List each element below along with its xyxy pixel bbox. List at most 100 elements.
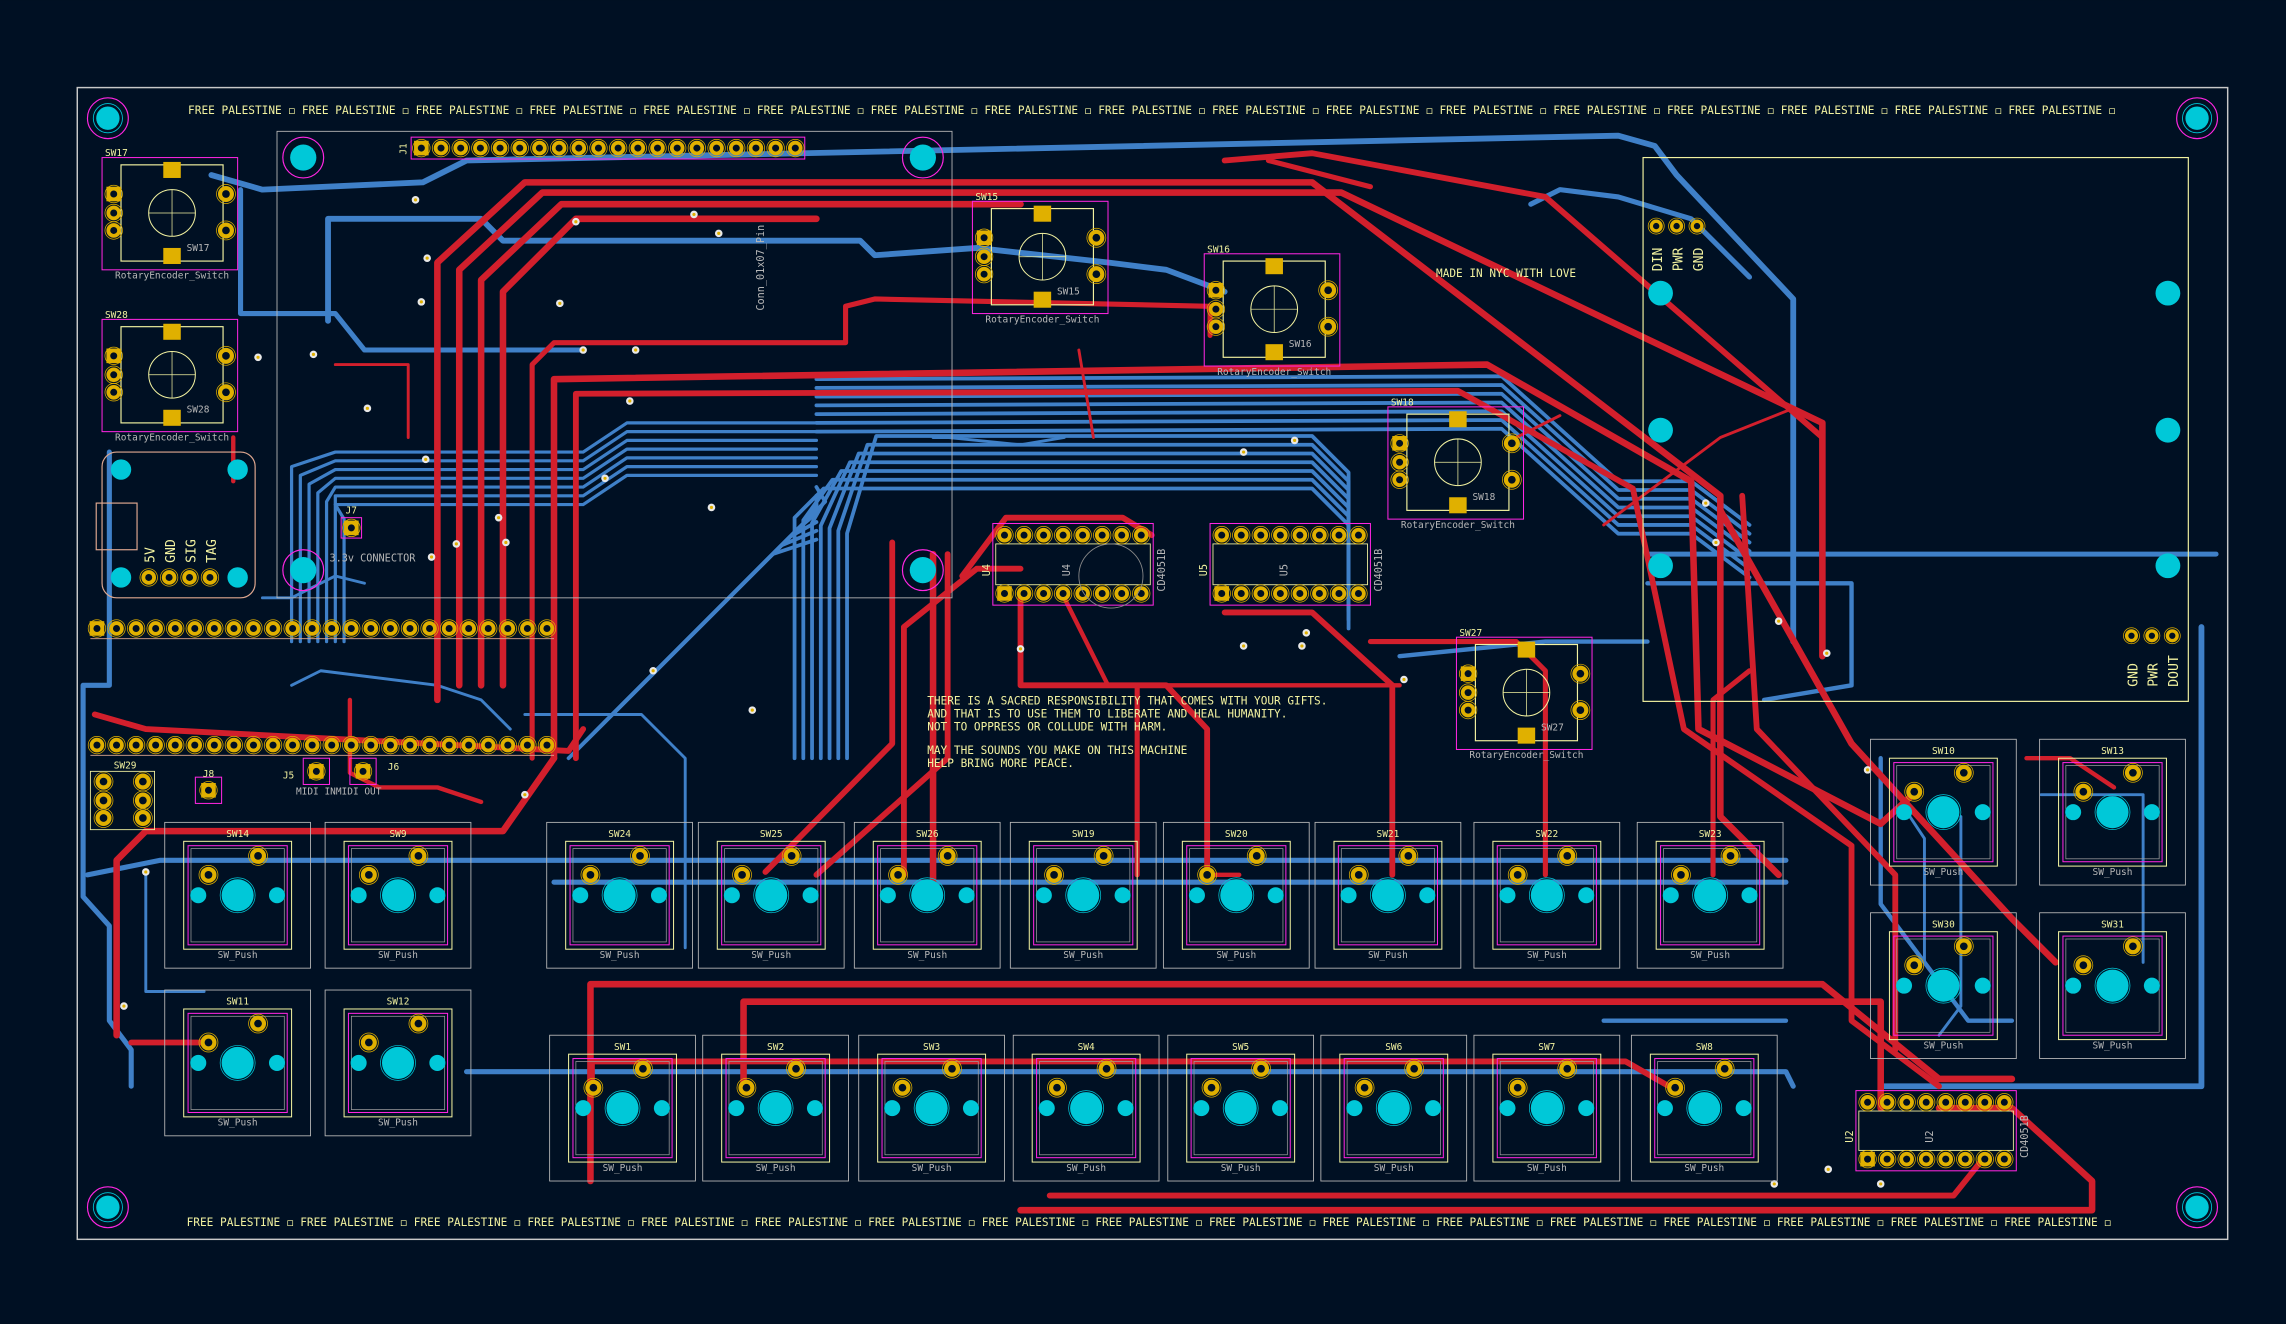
pad-ring (628, 138, 647, 158)
switch-keepout (853, 821, 1001, 969)
pad-drill (222, 190, 230, 198)
connector-j6[interactable]: J6 (349, 757, 400, 785)
pad-ring (1093, 526, 1112, 545)
pad-drill (516, 144, 524, 152)
ic-ref-label: U2 (1845, 1130, 1856, 1142)
pad-drill (484, 624, 492, 632)
pad-ring (1904, 955, 1925, 976)
pad-ring (1206, 317, 1226, 336)
switch-value-label: SW_Push (1216, 950, 1256, 961)
pad-ring (126, 619, 146, 638)
pad-ring (1390, 434, 1409, 453)
switch-ref-label: SW29 (114, 760, 137, 771)
courtyard (1496, 1058, 1597, 1159)
connector-j8[interactable]: J8 (194, 769, 223, 804)
courtyard (194, 776, 223, 804)
pad-drill (1396, 458, 1404, 466)
switch-keepout (702, 1034, 849, 1182)
mounting-hole (909, 144, 936, 171)
switch-silk (1492, 1053, 1602, 1163)
led-out-pin-label: DOUT (2167, 655, 2182, 687)
pad-ring (107, 735, 126, 755)
pad-drill (1883, 1155, 1891, 1163)
back-bus-trace (814, 426, 1752, 580)
pad-drill (1513, 871, 1522, 879)
mounting-hole (2155, 417, 2181, 443)
via-drill (1300, 644, 1304, 648)
pad-drill (457, 144, 465, 152)
pad-drill (1212, 286, 1220, 294)
pad-ring (440, 619, 459, 638)
pad-ring (786, 1058, 806, 1079)
pad-drill (752, 144, 760, 152)
switch-value-label: SW_Push (1063, 950, 1103, 961)
encoder-ref-label: SW15 (975, 192, 998, 203)
pad-ring (892, 1077, 913, 1098)
side-hole (1114, 887, 1131, 904)
switch-value-label: SW_Push (2093, 1040, 2133, 1051)
via-drill (1241, 450, 1246, 454)
side-hole (650, 887, 667, 904)
hole-ring (1528, 877, 1565, 914)
pad-ring (1093, 584, 1112, 603)
switch-keepout (2039, 912, 2186, 1059)
encoder-ref-label: SW27 (1459, 628, 1482, 639)
pad-ring (104, 221, 123, 240)
pad-ring (510, 138, 529, 158)
pad-drill (1315, 589, 1323, 597)
mounting-hole-courtyard (86, 1186, 129, 1229)
connector-j5[interactable]: J5 (283, 757, 330, 785)
back-trace (325, 215, 1228, 324)
switch-silk (877, 1053, 987, 1163)
courtyard (2062, 762, 2163, 863)
pad-drill (308, 741, 316, 749)
connector-j7[interactable]: J73.3v CONNECTOR (329, 505, 416, 564)
side-hole (572, 887, 589, 904)
switch-sw29[interactable]: SW29 (89, 760, 155, 831)
encoder-value-label: RotaryEncoder_Switch (1401, 520, 1515, 531)
pad-ring (1349, 584, 1368, 603)
pad-drill (139, 796, 147, 805)
pad-ring (1878, 1150, 1897, 1169)
encoder-inner-ref-label: SW27 (1541, 723, 1564, 734)
mount-pad (1265, 344, 1283, 361)
switch-ref-label: SW30 (1932, 919, 1955, 930)
pad-drill (222, 351, 230, 360)
pad-ring (1112, 584, 1131, 603)
